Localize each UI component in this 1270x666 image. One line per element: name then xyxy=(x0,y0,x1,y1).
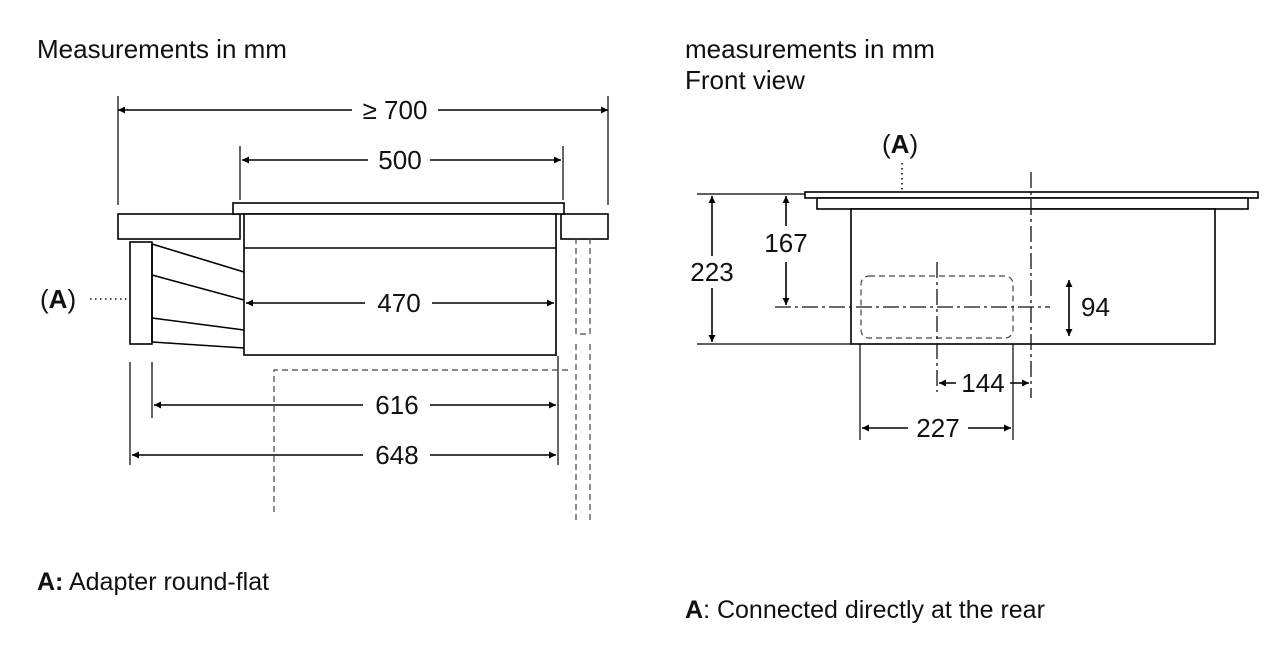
dim-616-label: 616 xyxy=(375,390,418,420)
worktop xyxy=(117,213,609,240)
dim-top-label: 500 xyxy=(378,145,421,175)
dim-overall-width: ≥ 700 xyxy=(118,95,608,125)
dim-offset: 144 xyxy=(939,368,1029,398)
right-subtitle: Front view xyxy=(685,65,805,95)
right-title: measurements in mm xyxy=(685,34,935,64)
dim-648: 648 xyxy=(132,440,556,470)
hob-unit xyxy=(232,202,565,356)
left-extension-lines xyxy=(117,96,609,465)
left-callout-text: (A) xyxy=(40,284,76,314)
left-hidden-lines xyxy=(273,238,591,522)
dim-top-width: 500 xyxy=(242,145,561,175)
right-centre-lines xyxy=(775,172,1050,398)
dim-total-height: 223 xyxy=(690,196,734,342)
dim-overall-label: ≥ 700 xyxy=(363,95,428,125)
dim-616: 616 xyxy=(154,390,556,420)
dim-body-label: 470 xyxy=(377,288,420,318)
adapter-round-flat xyxy=(129,241,245,349)
right-legend: A: Connected directly at the rear xyxy=(685,596,1045,624)
left-legend: A: Adapter round-flat xyxy=(37,568,269,596)
right-callout-text: (A) xyxy=(882,129,918,159)
dim-centre-height: 167 xyxy=(764,196,808,305)
dim-body-width: 470 xyxy=(246,288,554,318)
dim-648-label: 648 xyxy=(375,440,418,470)
dim-outlet-height: 94 xyxy=(1065,280,1110,336)
dim-offset-label: 144 xyxy=(961,368,1004,398)
dim-total-height-label: 223 xyxy=(690,257,733,287)
left-title: Measurements in mm xyxy=(37,34,287,64)
dim-centre-height-label: 167 xyxy=(764,228,807,258)
dim-outlet-height-label: 94 xyxy=(1081,292,1110,322)
dim-outlet-width-label: 227 xyxy=(916,413,959,443)
dim-outlet-width: 227 xyxy=(862,413,1011,443)
right-callout: (A) xyxy=(882,129,918,298)
left-callout: (A) xyxy=(40,284,129,314)
